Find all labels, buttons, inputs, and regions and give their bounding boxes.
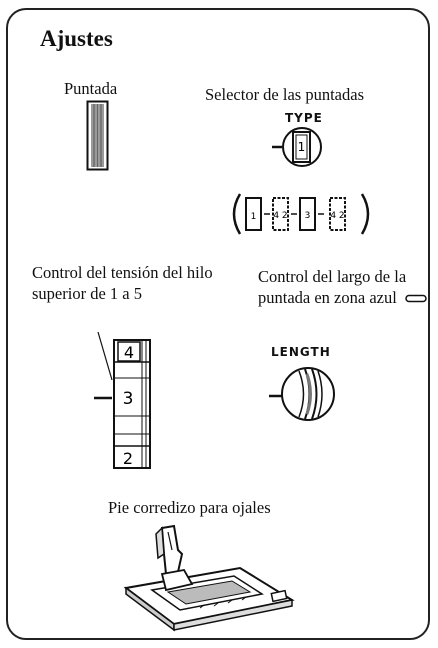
stitch-length-label-text: Control del largo de la puntada en zona … — [258, 267, 407, 307]
stitch-label: Puntada — [64, 79, 118, 98]
pattern-option-2-label: 4 2 — [273, 211, 287, 221]
tension-pointer-line — [97, 331, 113, 381]
settings-card — [6, 8, 430, 640]
presser-foot-label: Pie corredizo para ojales — [108, 498, 271, 517]
blue-zone-icon — [405, 294, 427, 303]
tension-value-current: 3 — [123, 389, 134, 409]
pattern-option-3: 3 — [299, 197, 316, 231]
pattern-option-1: 1 — [245, 197, 262, 231]
stitch-illustration — [86, 100, 109, 171]
tension-value-low: 2 — [123, 449, 133, 468]
length-dial-label: LENGTH — [271, 345, 331, 359]
pattern-option-4: 4 2 — [329, 197, 346, 231]
stitch-length-label: Control del largo de la puntada en zona … — [258, 266, 428, 308]
pattern-option-4-label: 4 2 — [330, 211, 344, 221]
pattern-option-1-label: 1 — [251, 212, 257, 222]
tension-value-high: 4 — [124, 343, 134, 362]
tension-dial: 4 3 2 — [94, 331, 151, 469]
type-dial-value: 1 — [298, 140, 306, 154]
tension-control-label: Control del tensión del hilo superior de… — [32, 263, 213, 303]
type-dial-label: TYPE — [285, 111, 323, 125]
pattern-option-2: 4 2 — [272, 197, 289, 231]
page-title: Ajustes — [40, 26, 113, 51]
presser-foot-icon — [123, 524, 295, 632]
type-dial: 1 — [272, 127, 322, 167]
stitch-selector-label: Selector de las puntadas — [205, 85, 364, 104]
pattern-option-3-label: 3 — [305, 211, 311, 221]
length-dial — [269, 367, 335, 421]
pattern-options-strip: 1 4 2 3 4 2 — [232, 193, 370, 235]
